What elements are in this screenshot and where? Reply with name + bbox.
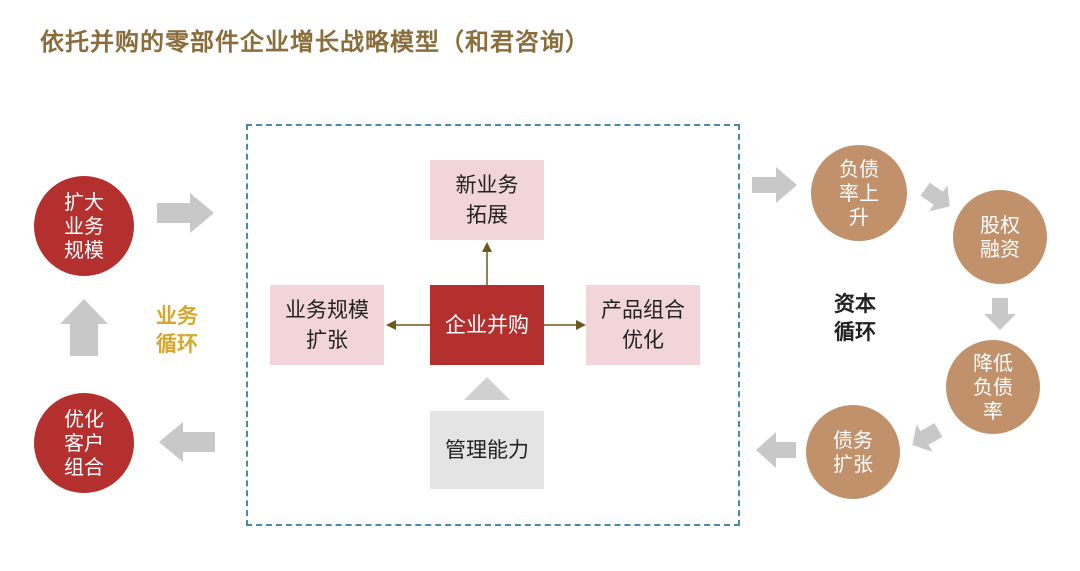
reduce-debt-circle: 降低 负债 率 — [946, 340, 1040, 434]
circle-line: 率 — [983, 399, 1003, 423]
optimize-clients-circle: 优化 客户 组合 — [34, 393, 134, 493]
circle-line: 债务 — [833, 428, 873, 452]
circle-line: 组合 — [64, 455, 104, 479]
label-line: 资本 — [834, 292, 876, 316]
arrow-down-left-icon — [912, 423, 943, 452]
triangle-up-icon — [464, 377, 510, 400]
capital-cycle-label: 资本 循环 — [825, 290, 885, 346]
circle-line: 降低 — [973, 351, 1013, 375]
arrowhead-left-icon — [386, 320, 396, 330]
circle-line: 股权 — [980, 213, 1020, 237]
arrow-up-icon — [60, 299, 108, 356]
circle-line: 扩大 — [64, 190, 104, 214]
expand-scale-circle: 扩大 业务 规模 — [34, 176, 134, 276]
circle-line: 优化 — [64, 407, 104, 431]
label-line: 业务 — [156, 304, 198, 328]
core-acquisition-box: 企业并购 — [430, 285, 544, 365]
scale-expansion-box: 业务规模 扩张 — [270, 285, 384, 365]
circle-line: 负债 — [973, 375, 1013, 399]
business-cycle-label: 业务 循环 — [147, 302, 207, 358]
box-line: 管理能力 — [445, 438, 529, 462]
management-capability-box: 管理能力 — [430, 411, 544, 489]
equity-financing-circle: 股权 融资 — [953, 190, 1047, 284]
circle-line: 规模 — [64, 238, 104, 262]
circle-line: 融资 — [980, 237, 1020, 261]
product-portfolio-box: 产品组合 优化 — [586, 285, 700, 365]
new-business-box: 新业务 拓展 — [430, 160, 544, 240]
arrowhead-right-icon — [576, 320, 586, 330]
arrow-right-icon — [752, 167, 797, 203]
core-model-frame — [246, 124, 740, 526]
circle-line: 客户 — [64, 431, 104, 455]
page-title: 依托并购的零部件企业增长战略模型（和君咨询） — [40, 28, 590, 56]
box-line: 拓展 — [466, 203, 508, 227]
debt-expansion-circle: 债务 扩张 — [806, 405, 900, 499]
arrow-right-icon — [157, 193, 214, 233]
arrow-left-icon — [159, 422, 215, 462]
circle-line: 扩张 — [833, 452, 873, 476]
box-line: 新业务 — [455, 173, 519, 197]
arrow-down-icon — [984, 298, 1016, 330]
arrow-left-icon — [756, 432, 796, 468]
box-line: 产品组合 — [601, 298, 685, 322]
label-line: 循环 — [156, 332, 198, 356]
circle-line: 业务 — [64, 214, 104, 238]
box-line: 企业并购 — [445, 313, 529, 337]
box-line: 优化 — [622, 328, 664, 352]
box-line: 扩张 — [306, 328, 348, 352]
circle-line: 率上 — [839, 181, 879, 205]
arrowhead-up-icon — [482, 242, 492, 252]
circle-line: 升 — [849, 205, 869, 229]
box-line: 业务规模 — [285, 298, 369, 322]
label-line: 循环 — [834, 320, 876, 344]
arrow-down-right-icon — [920, 182, 950, 212]
circle-line: 负债 — [839, 157, 879, 181]
debt-rise-circle: 负债 率上 升 — [811, 145, 907, 241]
